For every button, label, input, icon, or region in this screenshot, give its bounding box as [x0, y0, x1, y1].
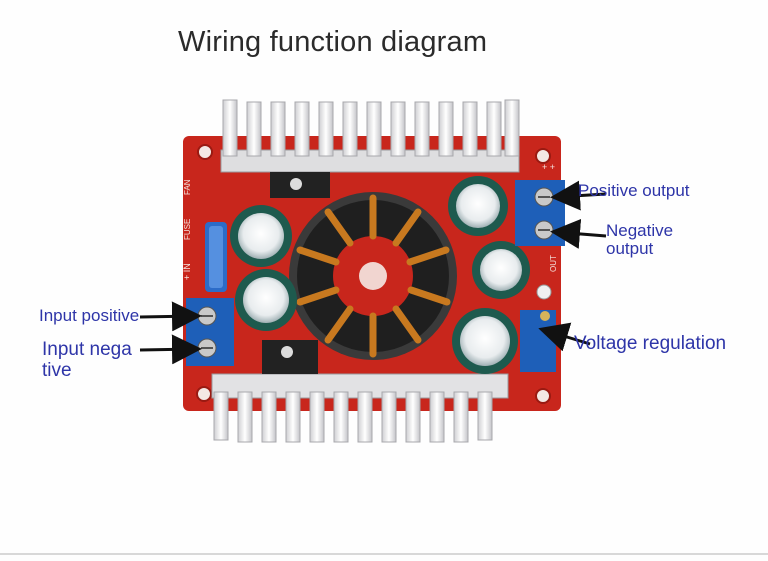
- label-input-positive: Input positive: [39, 306, 140, 325]
- silk-out-plus: + +: [542, 162, 555, 172]
- arrow-negative-output: [550, 218, 607, 249]
- toroid-inductor: [289, 192, 457, 360]
- arrow-voltage-regulation: [538, 322, 591, 352]
- silk-fuse: FUSE: [183, 219, 192, 240]
- arrow-input-negative: [139, 334, 202, 365]
- silk-fan: FAN: [183, 179, 192, 195]
- top-heatsink: [220, 99, 520, 198]
- capacitors: [230, 176, 530, 374]
- label-positive-output: Positive output: [578, 181, 690, 200]
- diagram-title: Wiring function diagram: [178, 26, 488, 58]
- label-input-negative-line2: tive: [42, 359, 72, 381]
- bottom-divider: [0, 553, 768, 555]
- label-input-negative: Input nega tive: [42, 339, 132, 382]
- input-terminal-block: [186, 298, 234, 366]
- arrow-positive-output: [550, 180, 607, 211]
- label-negative-output: Negative output: [606, 222, 673, 258]
- silk-out: OUT: [549, 255, 558, 272]
- led-indicator: [536, 284, 552, 300]
- annotation-arrows: [139, 180, 607, 365]
- bottom-heatsink: [211, 340, 509, 443]
- label-input-negative-line1: Input nega: [42, 339, 132, 360]
- label-voltage-regulation: Voltage regulation: [574, 333, 727, 354]
- output-terminal-block: [515, 180, 565, 246]
- fuse: [205, 222, 227, 292]
- label-negative-output-line2: output: [606, 238, 654, 258]
- arrow-input-positive: [139, 301, 202, 332]
- silk-in-plus: + IN: [182, 263, 192, 280]
- label-negative-output-line1: Negative: [606, 221, 674, 240]
- potentiometer: [520, 310, 556, 372]
